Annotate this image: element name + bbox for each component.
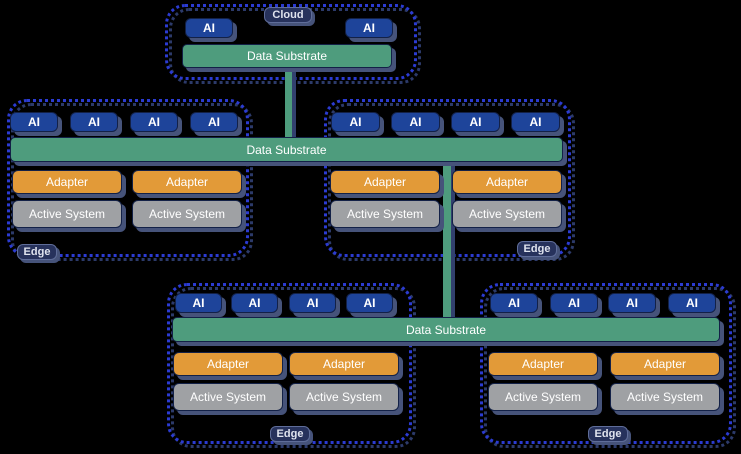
ai-box: AI <box>550 293 598 313</box>
connector-cloud-to-middle <box>285 58 292 142</box>
ai-box: AI <box>346 293 393 313</box>
ai-box: AI <box>289 293 336 313</box>
edge-bottom-left-group <box>167 283 412 444</box>
ai-box: AI <box>130 112 178 132</box>
ai-box: AI <box>10 112 58 132</box>
adapter-box: Adapter <box>452 170 562 194</box>
ai-box: AI <box>451 112 500 132</box>
ai-box: AI <box>175 293 222 313</box>
ai-box: AI <box>345 18 393 38</box>
edge-bottom-right-group <box>480 283 732 444</box>
adapter-box: Adapter <box>330 170 440 194</box>
data-substrate-bar-cloud: Data Substrate <box>182 44 392 68</box>
edge-label-badge: Edge <box>588 426 628 442</box>
cloud-label-badge: Cloud <box>264 7 312 23</box>
ai-box: AI <box>185 18 233 38</box>
active-system-box: Active System <box>452 200 562 228</box>
data-substrate-bar-middle: Data Substrate <box>10 137 563 162</box>
ai-box: AI <box>490 293 538 313</box>
edge-mid-right-group-shadow <box>328 103 575 261</box>
edge-label-badge: Edge <box>270 426 310 442</box>
ai-box: AI <box>231 293 278 313</box>
data-substrate-bar-bottom: Data Substrate <box>172 317 720 342</box>
active-system-box: Active System <box>330 200 440 228</box>
edge-bottom-left-group-shadow <box>171 287 416 448</box>
edge-bottom-right-group-shadow <box>484 287 736 448</box>
adapter-box: Adapter <box>173 352 283 376</box>
active-system-box: Active System <box>289 383 399 411</box>
ai-box: AI <box>511 112 560 132</box>
connector-middle-to-bottom <box>443 155 451 325</box>
adapter-box: Adapter <box>610 352 720 376</box>
edge-mid-left-group <box>7 99 249 257</box>
active-system-box: Active System <box>12 200 122 228</box>
ai-box: AI <box>70 112 118 132</box>
ai-box: AI <box>668 293 716 313</box>
ai-box: AI <box>331 112 380 132</box>
edge-label-badge: Edge <box>517 241 557 257</box>
active-system-box: Active System <box>488 383 598 411</box>
active-system-box: Active System <box>610 383 720 411</box>
active-system-box: Active System <box>173 383 283 411</box>
edge-label-badge: Edge <box>17 244 57 260</box>
ai-box: AI <box>391 112 440 132</box>
adapter-box: Adapter <box>289 352 399 376</box>
ai-box: AI <box>608 293 656 313</box>
active-system-box: Active System <box>132 200 242 228</box>
adapter-box: Adapter <box>12 170 122 194</box>
adapter-box: Adapter <box>132 170 242 194</box>
ai-box: AI <box>190 112 238 132</box>
adapter-box: Adapter <box>488 352 598 376</box>
